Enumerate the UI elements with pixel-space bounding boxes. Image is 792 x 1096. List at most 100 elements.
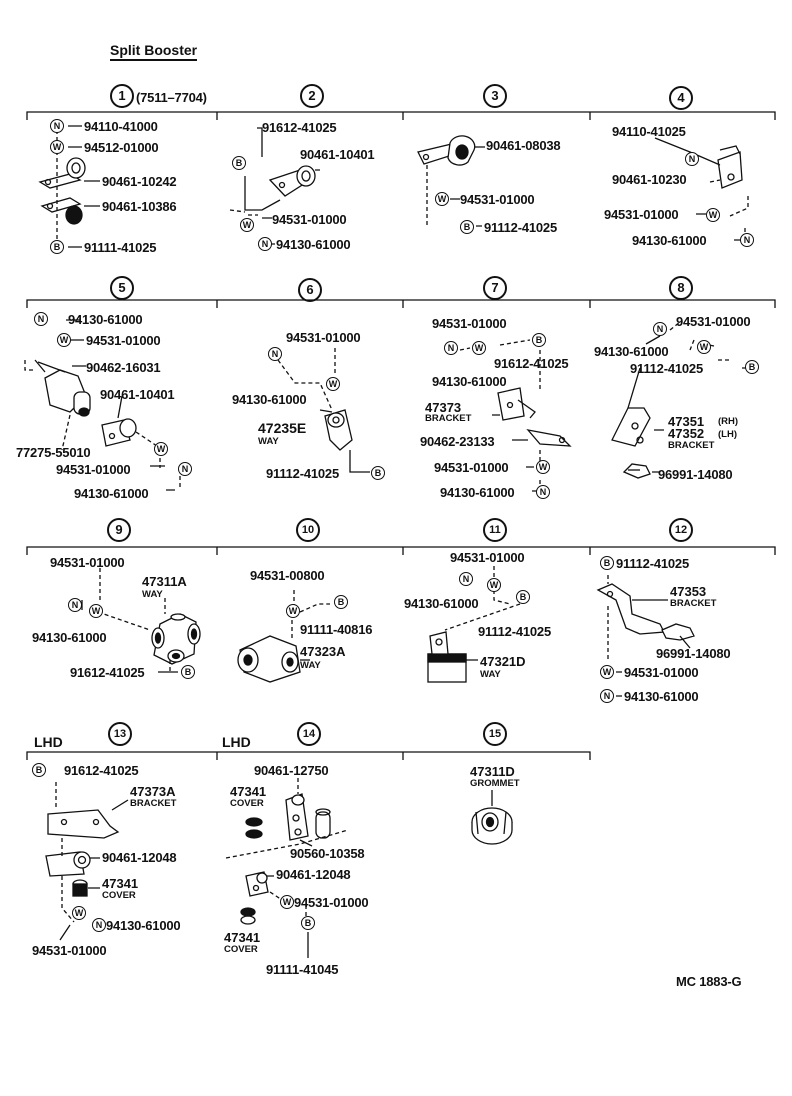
washer-marker: W [487, 578, 501, 592]
washer-marker: W [435, 192, 449, 206]
part-number: 91612-41025 [262, 120, 337, 135]
part-number: 94130-61000 [440, 485, 515, 500]
washer-marker: W [89, 604, 103, 618]
part-number: 94531-01000 [286, 330, 361, 345]
part-number: 91612-41025 [64, 763, 139, 778]
part-number: 94512-01000 [84, 140, 159, 155]
part-description: BRACKET [670, 598, 717, 609]
part-description: BRACKET [425, 413, 472, 424]
part-number: 90461-12048 [276, 867, 351, 882]
part-number: 47235E [258, 420, 307, 436]
bolt-marker: B [532, 333, 546, 347]
nut-marker: N [685, 152, 699, 166]
part-number: 47311A [142, 574, 187, 589]
part-number: 96991-14080 [656, 646, 731, 661]
s8-bracket [611, 407, 651, 447]
part-description: GROMMET [470, 778, 520, 789]
s8-clip [622, 463, 651, 479]
bolt-marker: B [334, 595, 348, 609]
part-number: 47373A [130, 784, 176, 799]
section-4-number: 4 [669, 86, 693, 110]
nut-marker: N [258, 237, 272, 251]
part-description: COVER [102, 890, 136, 901]
s14-clamp-bot [245, 871, 269, 897]
section-3-number: 3 [483, 84, 507, 108]
section-13-number: 13 [108, 722, 132, 746]
bolt-marker: B [745, 360, 759, 374]
nut-marker: N [459, 572, 473, 586]
s1-clamp-a [38, 157, 86, 189]
section-9-number: 9 [107, 518, 131, 542]
s5-clamp [101, 418, 137, 447]
washer-marker: W [154, 442, 168, 456]
part-description: BRACKET [130, 798, 177, 809]
s7-clamp [526, 429, 572, 447]
bolt-marker: B [460, 220, 474, 234]
part-number: 94531-01000 [676, 314, 751, 329]
part-number: 94531-01000 [50, 555, 125, 570]
part-number: 94531-01000 [432, 316, 507, 331]
part-number: 47373 [425, 400, 462, 415]
bolt-marker: B [32, 763, 46, 777]
nut-marker: N [50, 119, 64, 133]
part-number: 91111-41025 [84, 240, 157, 255]
s1-clamp-b [40, 197, 83, 225]
part-number: 47341 [102, 876, 139, 891]
s4-clamp [717, 145, 743, 189]
section-13-drive-label: LHD [34, 734, 63, 750]
washer-marker: W [50, 140, 64, 154]
section-10-number: 10 [296, 518, 320, 542]
nut-marker: N [600, 689, 614, 703]
nut-marker: N [34, 312, 48, 326]
part-description: WAY [300, 660, 321, 671]
s3-clamp [417, 135, 476, 166]
part-number: 94531-01000 [624, 665, 699, 680]
bolt-marker: B [516, 590, 530, 604]
part-number: 77275-55010 [16, 445, 91, 460]
s12-bracket [596, 583, 666, 635]
part-description: (RH) [718, 416, 739, 427]
s13-clamp [45, 851, 91, 877]
washer-marker: W [326, 377, 340, 391]
bolt-marker: B [301, 916, 315, 930]
section-12-number: 12 [669, 518, 693, 542]
nut-marker: N [444, 341, 458, 355]
part-number: 47311D [470, 764, 515, 779]
bolt-marker: B [181, 665, 195, 679]
part-number: 90462-23133 [420, 434, 495, 449]
part-number: 90462-16031 [86, 360, 161, 375]
part-number: 94531-01000 [86, 333, 161, 348]
part-number: 94110-41025 [612, 124, 686, 139]
part-number: 94531-01000 [32, 943, 107, 958]
s13-bracket [47, 809, 120, 839]
part-number: 47341 [230, 784, 267, 799]
part-number: 94531-00800 [250, 568, 325, 583]
s10-way [237, 635, 301, 683]
part-description: WAY [480, 669, 501, 680]
part-number: 47321D [480, 654, 526, 669]
washer-marker: W [240, 218, 254, 232]
bolt-marker: B [50, 240, 64, 254]
s13-cover [72, 879, 88, 897]
part-number: 94130-61000 [624, 689, 699, 704]
part-number: 91112-41025 [266, 466, 339, 481]
part-number: 91111-41045 [266, 962, 339, 977]
washer-marker: W [280, 895, 294, 909]
section-14-drive-label: LHD [222, 734, 251, 750]
part-number: 91612-41025 [70, 665, 145, 680]
part-number: 94130-61000 [32, 630, 107, 645]
part-number: 47351 [668, 414, 705, 429]
part-number: 94531-01000 [450, 550, 525, 565]
washer-marker: W [72, 906, 86, 920]
s14-cover-bot [240, 907, 256, 925]
s14-clamp-top [285, 793, 309, 841]
bolt-marker: B [232, 156, 246, 170]
s12-clip [661, 623, 695, 641]
part-number: 91112-41025 [484, 220, 557, 235]
nut-marker: N [92, 918, 106, 932]
part-number: 90560-10358 [290, 846, 365, 861]
s9-tee [151, 613, 201, 665]
section-1-number: 1 [110, 84, 134, 108]
part-number: 94531-01000 [604, 207, 679, 222]
